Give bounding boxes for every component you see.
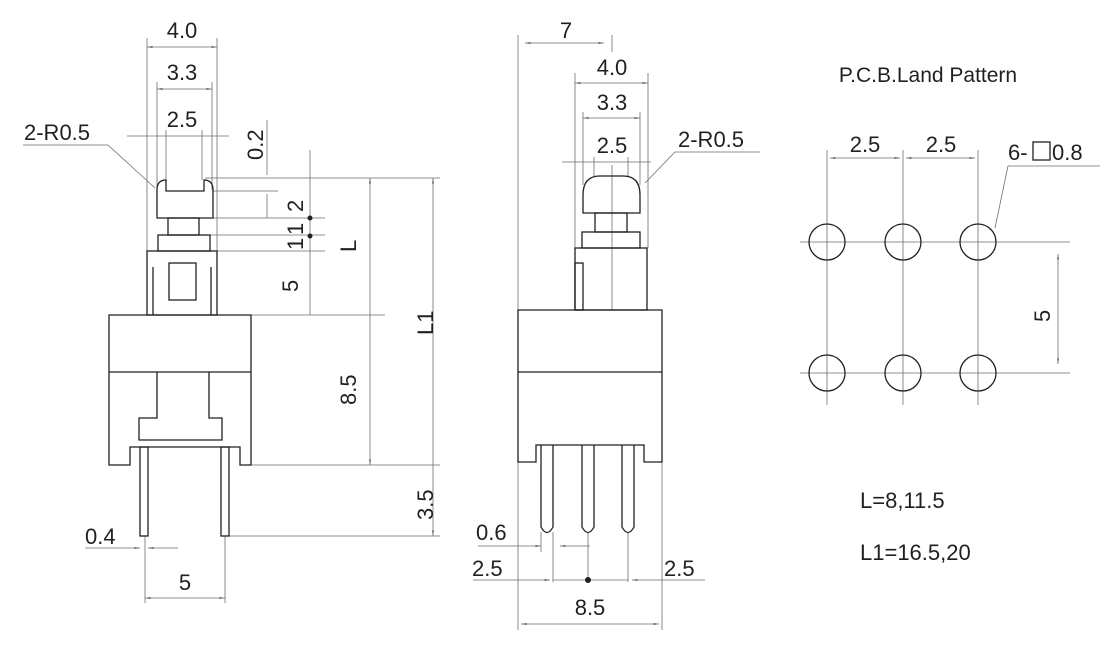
square-hole-icon xyxy=(1032,141,1051,161)
dim-pitch-x2: 2.5 xyxy=(926,132,957,157)
dim-pitch-left: 2.5 xyxy=(472,556,503,581)
dim-width-mid: 3.3 xyxy=(597,90,628,115)
pad-spec-prefix: 6- xyxy=(1008,140,1028,165)
dim-radius: 2-R0.5 xyxy=(24,120,90,145)
pcb-land-pattern: P.C.B.Land Pattern 2.5 2.5 6- 0.8 5 L=8,… xyxy=(800,64,1100,565)
pad-holes xyxy=(808,141,1051,392)
dim-width-mid: 3.3 xyxy=(167,60,198,85)
dim-pitch-x1: 2.5 xyxy=(850,132,881,157)
dim-pin-length: 3.5 xyxy=(413,489,438,520)
pad-spec-value: 0.8 xyxy=(1052,140,1083,165)
dim-width-inner: 2.5 xyxy=(167,107,198,132)
dim-pin-width: 0.4 xyxy=(85,524,116,549)
dim-L1: L1 xyxy=(413,311,438,335)
dim-body-width: 8.5 xyxy=(575,595,606,620)
dim-body-height: 8.5 xyxy=(336,374,361,405)
dim-gap: 0.2 xyxy=(243,129,268,160)
switch-front-outline xyxy=(517,175,663,534)
dim-radius: 2-R0.5 xyxy=(678,127,744,152)
front-view: 7 4.0 3.3 2.5 2-R0.5 0.6 2.5 2.5 8.5 xyxy=(472,18,760,630)
pcb-title: P.C.B.Land Pattern xyxy=(839,64,1017,87)
note-L1: L1=16.5,20 xyxy=(860,540,971,565)
dim-step2: 1 xyxy=(283,238,308,250)
dim-housing-height: 5 xyxy=(278,280,303,292)
dim-step1: 1 xyxy=(283,223,308,235)
dim-pitch-right: 2.5 xyxy=(664,556,695,581)
dim-pitch-y: 5 xyxy=(1030,310,1055,322)
note-L: L=8,11.5 xyxy=(860,488,945,513)
switch-side-outline xyxy=(108,179,252,537)
side-view: 4.0 3.3 2.5 2-R0.5 0.2 2 1 1 L 5 L1 8.5 … xyxy=(23,18,440,603)
dim-L: L xyxy=(336,240,361,252)
dim-pin-pitch: 5 xyxy=(179,570,191,595)
dim-pin-width: 0.6 xyxy=(476,520,507,545)
dim-width-outer: 4.0 xyxy=(597,55,628,80)
dim-width-outer: 4.0 xyxy=(167,18,198,43)
dim-width-inner: 2.5 xyxy=(597,133,628,158)
dim-offset: 7 xyxy=(560,18,572,43)
dim-cap-height: 2 xyxy=(283,200,308,212)
